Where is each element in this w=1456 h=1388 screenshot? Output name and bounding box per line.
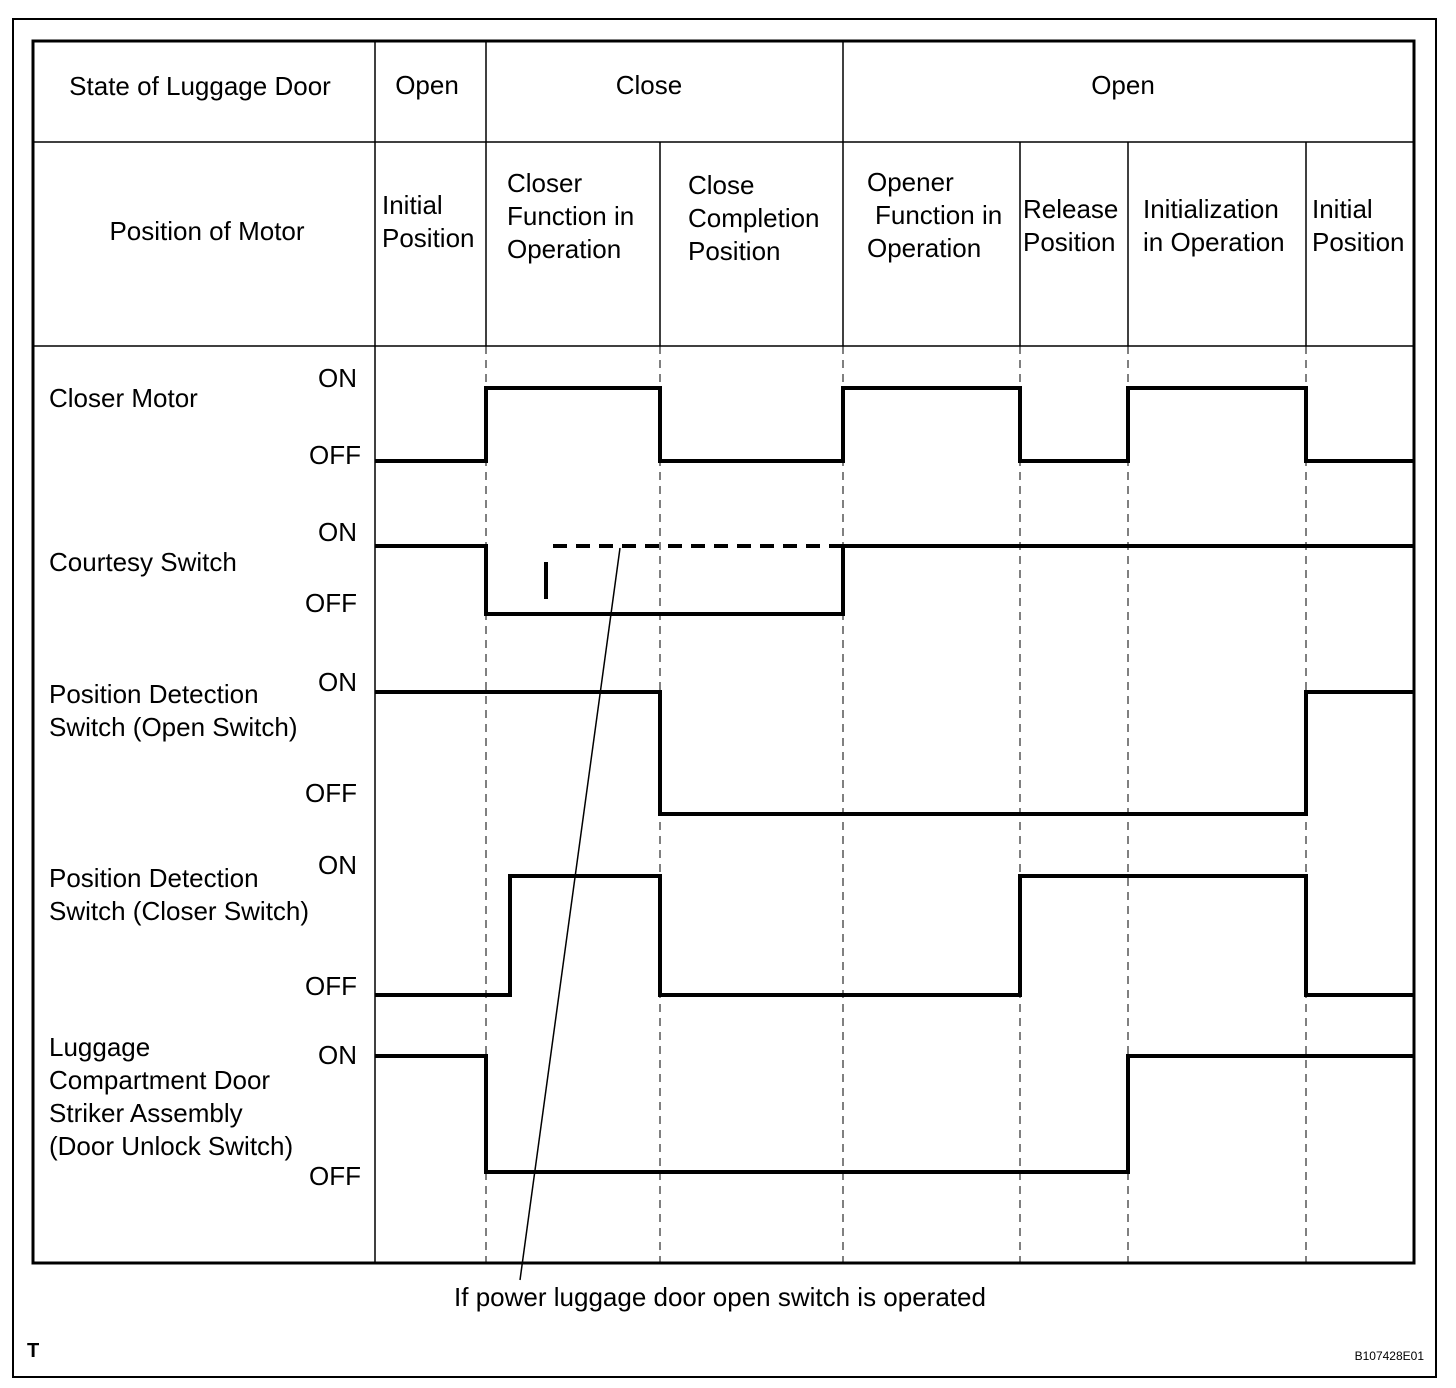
annotation-text: If power luggage door open switch is ope… <box>454 1282 986 1312</box>
motor-pos-6-line-1: Initialization <box>1143 194 1279 224</box>
open-switch-waveform <box>375 690 1414 816</box>
motor-pos-3-line-1: Close <box>688 170 754 200</box>
off-label: OFF <box>309 1161 361 1191</box>
motor-pos-4-line-2: Function in <box>875 200 1002 230</box>
motor-pos-5-line-2: Position <box>1023 227 1116 257</box>
corner-mark: T <box>27 1340 39 1362</box>
off-label: OFF <box>305 971 357 1001</box>
state-close: Close <box>616 70 682 100</box>
table-border <box>31 39 1416 1265</box>
signal-label-line-4: (Door Unlock Switch) <box>49 1131 293 1161</box>
figure-code: B107428E01 <box>1355 1349 1425 1363</box>
state-header-label: State of Luggage Door <box>69 71 331 101</box>
signal-label: Closer Motor <box>49 383 198 413</box>
motor-pos-2-line-3: Operation <box>507 234 621 264</box>
motor-pos-3-line-3: Position <box>688 236 781 266</box>
off-label: OFF <box>305 588 357 618</box>
signal-label: Courtesy Switch <box>49 547 237 577</box>
signal-label-line-1: Luggage <box>49 1032 150 1062</box>
outer-frame <box>12 18 1437 1378</box>
closer-motor-waveform <box>375 386 1414 463</box>
signal-label-line-2: Switch (Open Switch) <box>49 712 298 742</box>
motor-pos-6-line-2: in Operation <box>1143 227 1285 257</box>
off-label: OFF <box>309 440 361 470</box>
motor-pos-5-line-1: Release <box>1023 194 1118 224</box>
signal-label-line-3: Striker Assembly <box>49 1098 243 1128</box>
motor-pos-3-line-2: Completion <box>688 203 820 233</box>
on-label: ON <box>318 517 357 547</box>
on-label: ON <box>318 1040 357 1070</box>
motor-pos-4-line-1: Opener <box>867 167 954 197</box>
motor-pos-1-line-2: Position <box>382 223 475 253</box>
motor-pos-4-line-3: Operation <box>867 233 981 263</box>
annotation-leader <box>519 547 621 1281</box>
motor-pos-1-line-1: Initial <box>382 190 443 220</box>
motor-pos-2-line-2: Function in <box>507 201 634 231</box>
courtesy-switch-waveform <box>375 544 1414 616</box>
signal-label-line-1: Position Detection <box>49 863 259 893</box>
motor-pos-2-line-1: Closer <box>507 168 582 198</box>
motor-pos-7-line-2: Position <box>1312 227 1405 257</box>
signal-label-line-2: Switch (Closer Switch) <box>49 896 309 926</box>
state-open-2: Open <box>1091 70 1155 100</box>
off-label: OFF <box>305 778 357 808</box>
on-label: ON <box>318 850 357 880</box>
motor-pos-7-line-1: Initial <box>1312 194 1373 224</box>
state-open-1: Open <box>395 70 459 100</box>
signal-label-line-1: Position Detection <box>49 679 259 709</box>
on-label: ON <box>318 667 357 697</box>
phase-guides <box>485 346 1307 1263</box>
on-label: ON <box>318 363 357 393</box>
motor-header-label: Position of Motor <box>109 216 304 246</box>
door-unlock-switch-waveform <box>375 1054 1414 1174</box>
closer-switch-waveform <box>375 874 1414 997</box>
signal-label-line-2: Compartment Door <box>49 1065 270 1095</box>
